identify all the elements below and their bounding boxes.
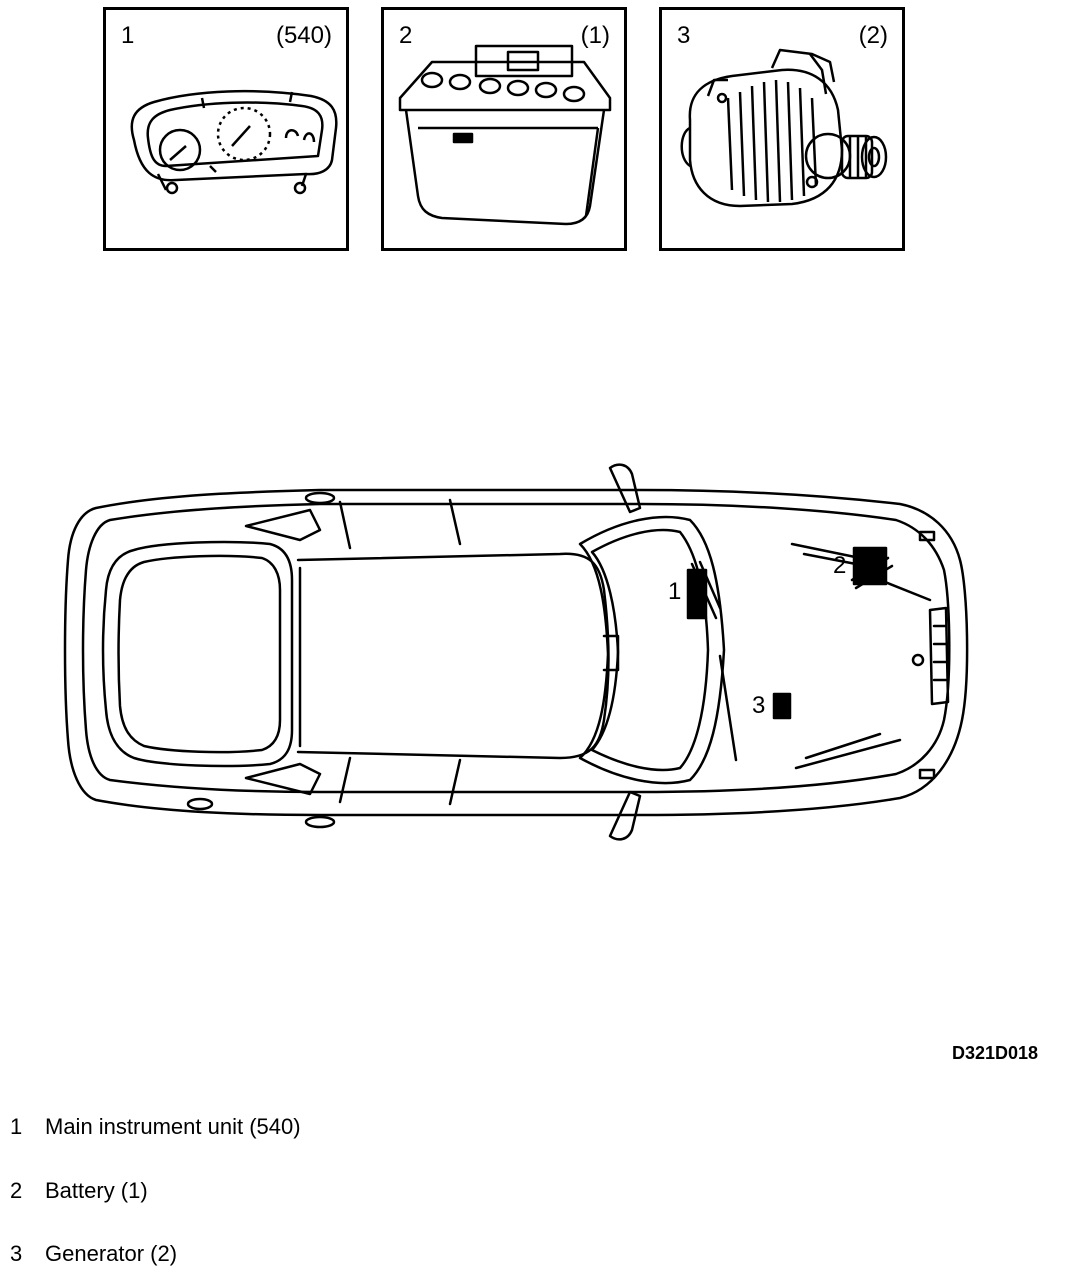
legend-item: 1 Main instrument unit (540)	[10, 1114, 301, 1140]
component-panel-generator: 3 (2)	[659, 7, 905, 251]
panel-code: (1)	[580, 22, 610, 49]
panel-number: 2	[399, 22, 413, 49]
legend-item: 2 Battery (1)	[10, 1178, 148, 1204]
car-top-view	[63, 463, 969, 841]
component-panel-instrument-unit: 1 (540)	[103, 7, 349, 251]
legend-text: Main instrument unit (540)	[45, 1114, 301, 1139]
legend-number: 3	[10, 1241, 23, 1266]
legend-item: 3 Generator (2)	[10, 1241, 177, 1267]
legend-text: Battery (1)	[45, 1178, 148, 1203]
battery-icon	[398, 44, 612, 226]
callout-battery: 2	[833, 552, 847, 579]
instrument-cluster-icon	[130, 89, 338, 195]
legend-number: 1	[10, 1114, 23, 1139]
component-panel-battery: 2 (1)	[381, 7, 627, 251]
callout-generator: 3	[752, 692, 766, 719]
panel-code: (540)	[275, 22, 332, 49]
figure-code: D321D018	[952, 1043, 1039, 1063]
panel-code: (2)	[858, 22, 888, 49]
generator-icon	[680, 48, 888, 208]
callout-instrument-unit: 1	[668, 578, 682, 605]
legend-text: Generator (2)	[45, 1241, 178, 1266]
panel-number: 1	[121, 22, 135, 49]
legend-number: 2	[10, 1178, 23, 1203]
panel-number: 3	[677, 22, 691, 49]
